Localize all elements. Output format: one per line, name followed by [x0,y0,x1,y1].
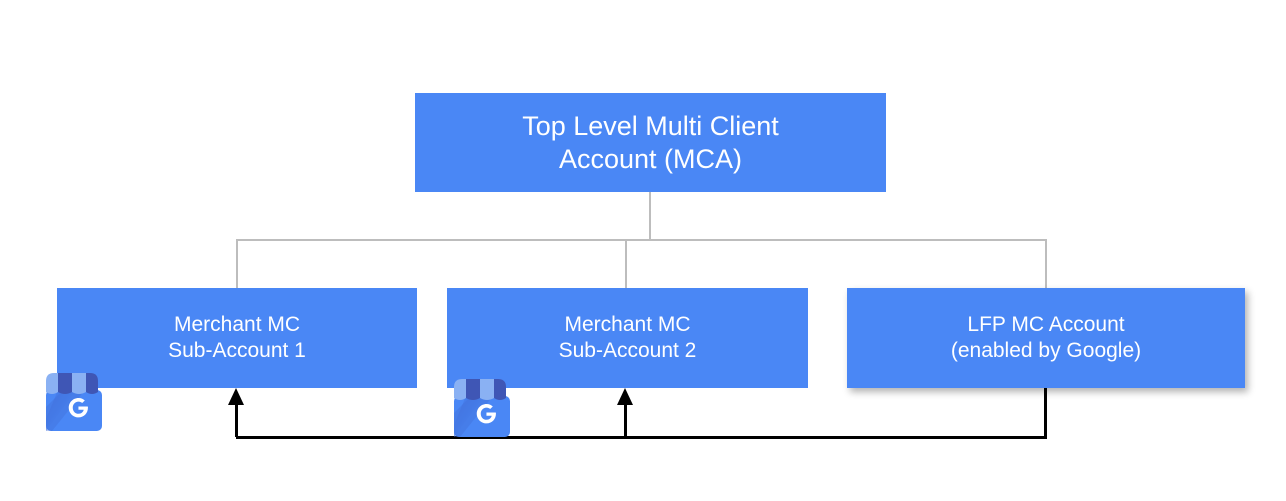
node-merchant-sub-account-1[interactable]: Merchant MC Sub-Account 1 [57,288,417,388]
google-my-business-icon [46,373,102,431]
node-top-level-mca[interactable]: Top Level Multi Client Account (MCA) [415,93,886,192]
connector-top-stem [649,192,651,241]
node-lfp-mc-account[interactable]: LFP MC Account (enabled by Google) [847,288,1245,388]
node-merchant-sub-account-2-line1: Merchant MC [564,313,691,337]
node-lfp-mc-account-line1: LFP MC Account [967,313,1125,337]
node-merchant-sub-account-1-line2: Sub-Account 1 [168,339,306,362]
node-lfp-mc-account-line2: (enabled by Google) [950,339,1142,362]
node-top-level-mca-label: Top Level Multi Client Account (MCA) [415,110,886,176]
node-merchant-sub-account-2-label: Merchant MC Sub-Account 2 [447,312,808,363]
node-top-level-mca-line2: Account (MCA) [558,143,743,174]
node-top-level-mca-line1: Top Level Multi Client [522,110,779,141]
node-merchant-sub-account-2-line2: Sub-Account 2 [558,339,697,362]
connector-horizontal-bus [236,239,1047,241]
connector-drop-lfp [1045,239,1047,289]
feedback-line-to-sub1 [235,400,238,437]
connector-drop-sub2 [625,239,627,289]
arrowhead-icon-sub2 [617,388,633,405]
feedback-horizontal-line [236,436,1047,439]
feedback-line-from-lfp [1044,387,1047,439]
google-my-business-icon [454,379,510,437]
node-merchant-sub-account-2[interactable]: Merchant MC Sub-Account 2 [447,288,808,388]
node-merchant-sub-account-1-label: Merchant MC Sub-Account 1 [57,312,417,363]
node-merchant-sub-account-1-line1: Merchant MC [173,313,301,337]
connector-drop-sub1 [236,239,238,289]
node-lfp-mc-account-label: LFP MC Account (enabled by Google) [847,312,1245,363]
feedback-line-to-sub2 [624,400,627,437]
arrowhead-icon-sub1 [228,388,244,405]
